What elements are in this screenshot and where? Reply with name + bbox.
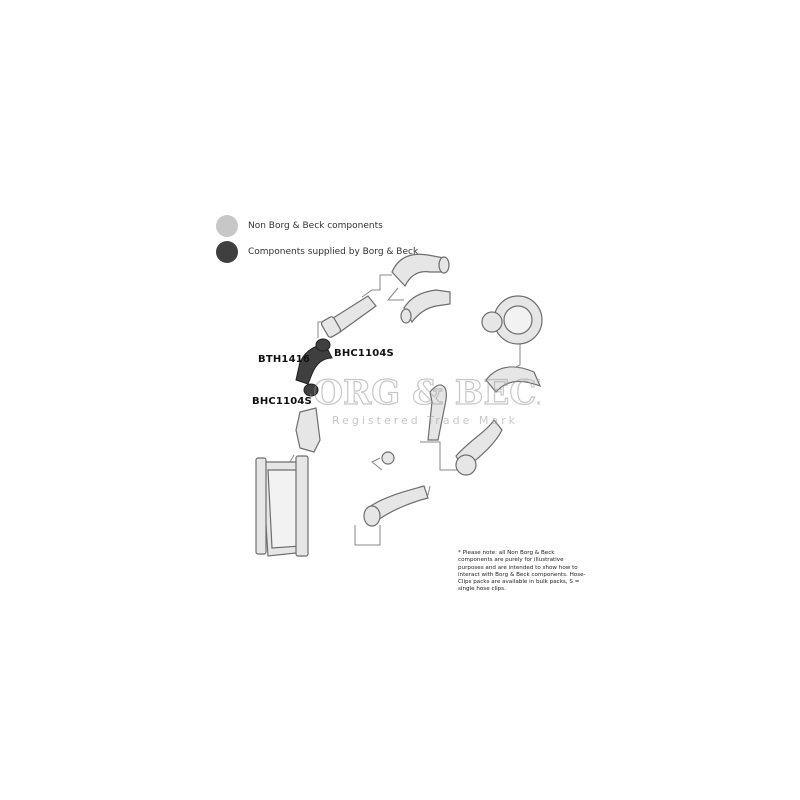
turbo-outlet-hose: [485, 366, 542, 393]
legend-item-borg-beck: Components supplied by Borg & Beck: [216, 241, 418, 263]
legend-label-borg-beck: Components supplied by Borg & Beck: [248, 247, 419, 257]
borg-beck-watermark: BORG & BECK Registered Trade Mark: [310, 372, 540, 427]
hose-BTH1416: [295, 345, 333, 385]
non-borg-beck-parts: [255, 253, 543, 557]
legend-item-non-borg-beck: Non Borg & Beck components: [216, 215, 383, 237]
borg-beck-parts: [295, 338, 333, 397]
watermark-subtitle: Registered Trade Mark: [332, 414, 518, 427]
lower-hose: [367, 485, 429, 521]
disclaimer-note: * Please note: all Non Borg & Beck compo…: [458, 550, 586, 593]
clip-upper-BHC1104S: [315, 338, 331, 352]
watermark-brand: BORG & BECK: [310, 373, 540, 413]
upper-short-hose: [403, 289, 451, 324]
part-label-hose: BTH1416: [258, 354, 311, 365]
bracket-pipe: [295, 407, 321, 453]
upper-elbow-hose: [391, 253, 447, 288]
middle-vertical-pipe: [427, 384, 447, 441]
legend-label-non-borg-beck: Non Borg & Beck components: [248, 221, 383, 231]
legend-swatch-dark: [216, 241, 238, 263]
clip-lower-BHC1104S: [303, 383, 319, 397]
part-label-clip-upper: BHC1104S: [334, 348, 394, 359]
part-label-clip-lower: BHC1104S: [252, 396, 312, 407]
legend-swatch-light: [216, 215, 238, 237]
